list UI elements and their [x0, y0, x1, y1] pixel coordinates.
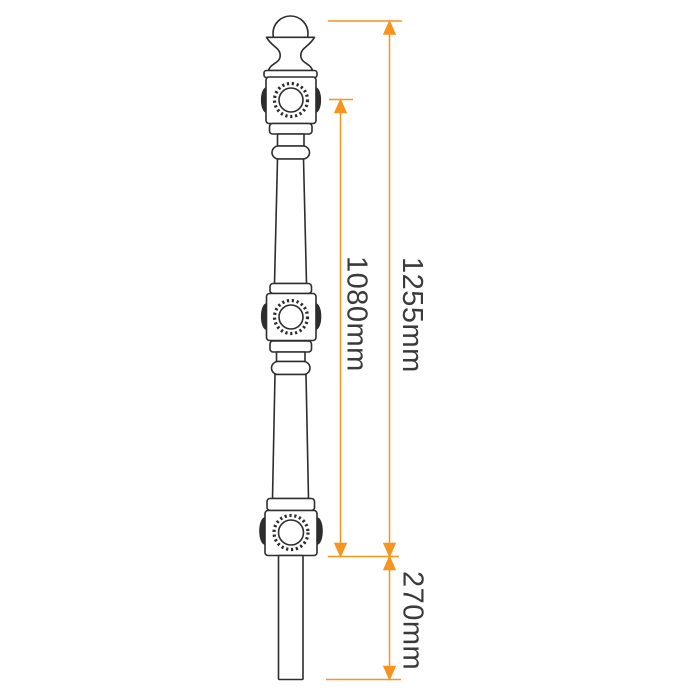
mid-upper-collar: [269, 282, 313, 295]
dimension-upper-section: [333, 98, 348, 558]
top-boss: [278, 87, 304, 113]
dimension-label-ground-fixing: 270mm: [397, 571, 429, 670]
top-lower-ring: [271, 145, 311, 160]
dimension-lines: [326, 19, 402, 681]
finial-neck: [265, 36, 316, 72]
post-illustration: [259, 15, 323, 681]
arrowhead-down-icon: [382, 665, 397, 681]
top-boss-rope-ring: [272, 81, 310, 119]
arrowhead-up-icon: [382, 19, 397, 35]
mid-boss-rope-ring: [272, 298, 310, 336]
arrowhead-down-icon: [333, 542, 348, 558]
arrowhead-down-icon: [382, 542, 397, 558]
arrowhead-up-icon: [333, 98, 348, 114]
ground-spigot: [277, 554, 304, 681]
bottom-upper-collar: [266, 497, 316, 512]
bottom-boss: [277, 519, 305, 546]
dimension-ground-fixing: [382, 555, 397, 681]
arrowhead-up-icon: [382, 555, 397, 571]
dimension-labels: 1080mm 1255mm 270mm: [341, 256, 429, 670]
mid-lower-ring: [270, 360, 311, 376]
bottom-boss-rope-ring: [272, 513, 310, 552]
shaft-lower: [271, 373, 310, 500]
top-lower-neck: [276, 133, 305, 147]
shaft-upper: [273, 158, 308, 285]
top-lower-collar: [268, 122, 313, 135]
dimension-label-overall-height: 1255mm: [396, 257, 428, 373]
dimension-overall-height: [382, 19, 397, 558]
dimension-label-upper-section: 1080mm: [341, 256, 373, 372]
mid-lower-collar: [269, 340, 313, 353]
mid-lower-neck: [275, 351, 306, 363]
mid-boss: [278, 304, 304, 330]
